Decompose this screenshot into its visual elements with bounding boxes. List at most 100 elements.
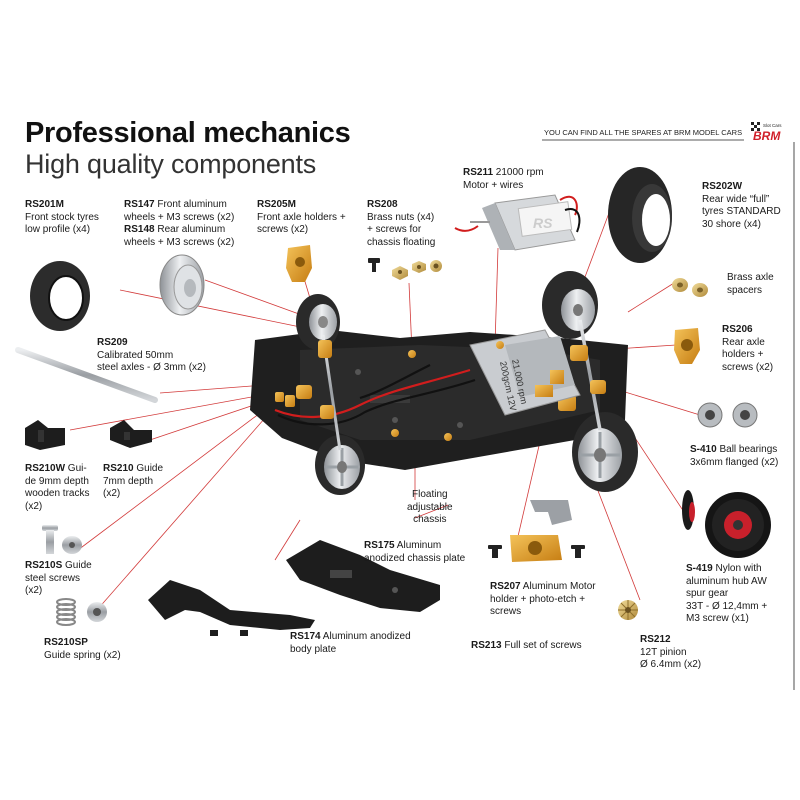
brm-logo-text: BRM: [753, 129, 781, 142]
brm-logo-small-text: Slot Cars: [763, 123, 782, 128]
page-subtitle: High quality components: [25, 149, 317, 179]
label-s419: S-419 Nylon with aluminum hub AW spur ge…: [686, 563, 767, 626]
rs207-line3: screws: [490, 606, 522, 617]
rs213-line1: Full set of screws: [501, 640, 582, 651]
rs201m-code: RS201M: [25, 199, 64, 210]
rs205m-code: RS205M: [257, 199, 296, 210]
rs210s-screws: [42, 525, 82, 554]
rs210s-code: RS210S: [25, 560, 63, 571]
rs209-line2: steel axles - Ø 3mm (x2): [97, 362, 206, 373]
rs211-motor: RS: [454, 194, 581, 251]
label-rs205m: RS205M Front axle holders + screws (x2): [257, 199, 346, 237]
rs210sp-code: RS210SP: [44, 637, 88, 648]
label-rs210sp: RS210SP Guide spring (x2): [44, 637, 121, 662]
rear-wheel-bottom: [572, 412, 638, 492]
rs206-line2: holders +: [722, 349, 764, 360]
rs206-code: RS206: [722, 324, 753, 335]
rs201m-tyre: [30, 261, 90, 331]
rs210-guide: [110, 420, 152, 448]
rs205m-line1: Front axle holders +: [257, 211, 346, 223]
label-rs209: RS209 Calibrated 50mm steel axles - Ø 3m…: [97, 337, 206, 375]
rs147-code: RS147: [124, 199, 155, 210]
rs175-chassis-plate: [286, 540, 440, 612]
label-floating: Floating adjustable chassis: [407, 489, 453, 527]
rs209-code: RS209: [97, 337, 128, 348]
s410-bearings: [697, 402, 758, 428]
rs212-pinion: [618, 600, 638, 620]
rs206-holder: [674, 328, 700, 364]
rs208-code: RS208: [367, 199, 398, 210]
rs174-code: RS174: [290, 631, 321, 642]
rs174-body-plate: [148, 580, 315, 636]
rs210s-line1: Guide: [62, 560, 92, 571]
rs206-line3: screws (x2): [722, 361, 774, 373]
rs207-line1: Aluminum Motor: [520, 581, 596, 592]
rs211-motor-brand: RS: [533, 215, 553, 231]
s410-code: S-410: [690, 444, 717, 455]
rs210sp-spring: [56, 598, 107, 626]
rs210s-line3: (x2): [25, 585, 43, 596]
label-rs210w: RS210W Gui- de 9mm depth wooden tracks (…: [25, 463, 89, 513]
label-rs174: RS174 Aluminum anodized body plate: [290, 631, 411, 656]
rs210w-line4: (x2): [25, 500, 43, 512]
rs202w-line3: 30 shore (x4): [702, 218, 761, 230]
s419-line4: 33T - Ø 12,4mm +: [686, 600, 768, 612]
rs211-line2: Motor + wires: [463, 179, 524, 191]
rs210-line3: (x2): [103, 488, 121, 499]
s419-line3: spur gear: [686, 588, 729, 599]
rs174-line2: body plate: [290, 643, 337, 655]
label-rs210s: RS210S Guide steel screws (x2): [25, 560, 92, 598]
rs211-line1: 21000 rpm: [493, 167, 544, 178]
rs212-line1: 12T pinion: [640, 646, 687, 658]
rs175-line1: Aluminum: [394, 540, 442, 551]
rs211-code: RS211: [463, 167, 494, 178]
rs147-line2: wheels + M3 screws (x2): [124, 211, 235, 223]
label-rs175: RS175 Aluminum anodized chassis plate: [364, 540, 465, 565]
rs207-line2: holder + photo-etch +: [490, 593, 586, 605]
label-rs147-rs148: RS147 Front aluminum wheels + M3 screws …: [124, 199, 234, 249]
rs210w-code: RS210W: [25, 463, 66, 474]
rs206-line1: Rear axle: [722, 336, 765, 348]
rs210sp-line1: Guide spring (x2): [44, 649, 121, 661]
label-rs206: RS206 Rear axle holders + screws (x2): [722, 324, 773, 374]
rs212-line2: Ø 6.4mm (x2): [640, 659, 702, 670]
label-rs211: RS211 21000 rpm Motor + wires: [463, 167, 544, 192]
rs208-line2: + screws for: [367, 224, 422, 235]
front-wheel-top: [296, 294, 340, 350]
page-title: Professional mechanics: [25, 117, 351, 149]
rs210-code: RS210: [103, 463, 134, 474]
rs210w-line2: de 9mm depth: [25, 475, 89, 487]
front-wheel-bottom: [315, 435, 365, 495]
rs205m-holder: [286, 245, 312, 282]
s419-spur-gear: [682, 490, 771, 558]
rs202w-tyre: [608, 167, 672, 263]
label-rs210: RS210 Guide 7mm depth (x2): [103, 463, 163, 501]
rs210-line1: Guide: [133, 463, 164, 474]
rs209-line1: Calibrated 50mm: [97, 349, 174, 361]
rs202w-line1: Rear wide “full”: [702, 193, 770, 205]
rs175-line2: anodized chassis plate: [364, 552, 466, 564]
rs201m-line1: Front stock tyres: [25, 211, 99, 223]
label-rs212: RS212 12T pinion Ø 6.4mm (x2): [640, 634, 701, 672]
rs210s-line2: steel screws: [25, 572, 81, 584]
rs201m-line2: low profile (x4): [25, 224, 91, 235]
spacers-line2: spacers: [727, 284, 763, 296]
brass-spacers: [672, 278, 708, 297]
brm-logo: Slot Cars BRM: [751, 122, 782, 142]
rs208-line1: Brass nuts (x4): [367, 211, 435, 223]
rs210w-guide: [25, 420, 65, 450]
floating-line3: chassis: [413, 514, 447, 525]
rs148-line1: Rear aluminum: [154, 224, 226, 235]
rs210-line2: 7mm depth: [103, 475, 154, 487]
rs202w-code: RS202W: [702, 181, 743, 192]
s410-line1: Ball bearings: [716, 444, 778, 455]
label-rs208: RS208 Brass nuts (x4) + screws for chass…: [367, 199, 435, 249]
rs147-wheel: [159, 254, 205, 316]
s419-line1: Nylon with: [712, 563, 762, 574]
rs205m-line2: screws (x2): [257, 224, 309, 235]
spacers-line1: Brass axle: [727, 272, 774, 283]
rs212-code: RS212: [640, 634, 671, 645]
rear-wheel-top: [542, 271, 598, 339]
